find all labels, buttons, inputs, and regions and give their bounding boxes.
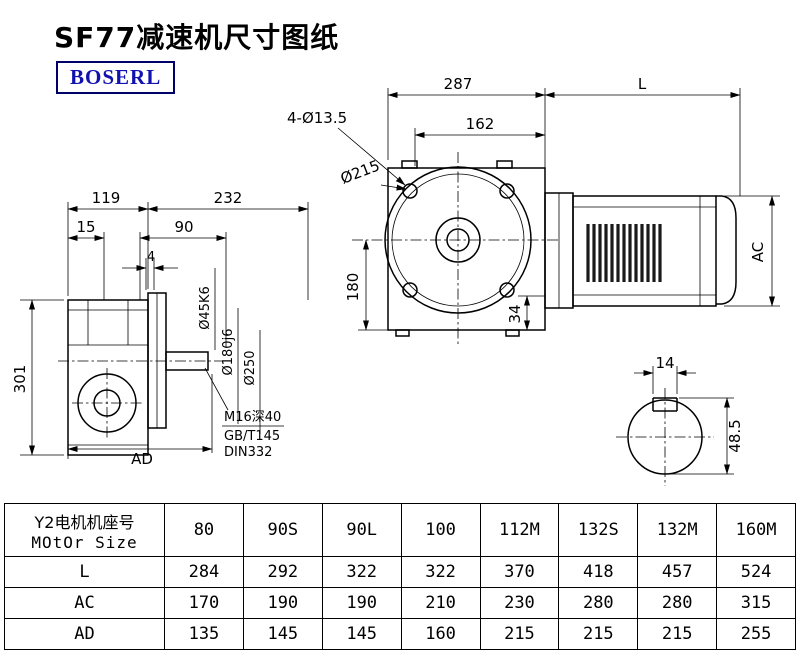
dim-row-label: AD [4, 618, 165, 650]
dim-287: 287 [444, 75, 473, 93]
dim-232: 232 [214, 189, 243, 207]
dim-flange-dia-side: Ø250 [243, 350, 258, 385]
dim-value-cell: 322 [400, 556, 481, 588]
dim-value-cell: 190 [242, 587, 323, 619]
dim-162: 162 [466, 115, 495, 133]
dim-value-cell: 190 [321, 587, 402, 619]
table-row-L: L 284 292 322 322 370 418 457 524 [4, 556, 796, 588]
motor-body [572, 195, 717, 307]
side-view: 119 232 15 90 4 301 AD [11, 189, 309, 468]
dim-value-cell: 280 [637, 587, 718, 619]
dim-row-label: L [4, 556, 165, 588]
bolt-hole [402, 282, 418, 298]
bolt-hole [499, 183, 515, 199]
dim-value-cell: 210 [400, 587, 481, 619]
dim-value-cell: 457 [637, 556, 718, 588]
dim-value-cell: 280 [558, 587, 639, 619]
dim-L: L [638, 75, 647, 93]
bolt-hole [402, 183, 418, 199]
dim-value-cell: 370 [479, 556, 560, 588]
note-tapped-hole: M16深40 [224, 410, 281, 425]
dim-34: 34 [506, 304, 524, 323]
size-header-cell: 80 [164, 503, 244, 557]
dim-value-cell: 135 [164, 618, 244, 650]
motor-fins [586, 224, 662, 282]
table-header-row: Y2电机机座号 MOtOr Size 80 90S 90L 100 112M 1… [4, 503, 796, 557]
size-header-cell: 90L [321, 503, 402, 557]
dim-value-cell: 284 [164, 556, 244, 588]
shaft-section-view: 14 48.5 [616, 354, 744, 486]
table-row-AD: AD 135 145 145 160 215 215 215 255 [4, 618, 796, 650]
dim-180: 180 [344, 273, 362, 302]
dim-value-cell: 524 [716, 556, 796, 588]
dim-value-cell: 215 [479, 618, 560, 650]
dim-spigot-dia: Ø180j6 [221, 329, 236, 376]
dim-shaft-dia: Ø45K6 [198, 286, 213, 330]
size-header-cell: 112M [479, 503, 560, 557]
dim-value-cell: 145 [321, 618, 402, 650]
dim-90: 90 [174, 218, 193, 236]
front-view: 287 L 162 4-Ø13.5 Ø215 180 34 [287, 75, 780, 344]
size-header-cell: 100 [400, 503, 481, 557]
dim-4: 4 [147, 250, 155, 265]
bolt-hole [499, 282, 515, 298]
size-header-cell: 90S [242, 503, 323, 557]
dim-301: 301 [11, 365, 29, 394]
page-title: SF77减速机尺寸图纸 [54, 21, 340, 54]
note-din-standard: DIN332 [224, 445, 272, 460]
dim-15: 15 [76, 218, 95, 236]
motor-size-label-en: MOtOr Size [31, 532, 138, 552]
dim-AC: AC [749, 242, 767, 262]
dim-value-cell: 322 [321, 556, 402, 588]
dim-value-cell: 255 [716, 618, 796, 650]
dim-bolt-holes: 4-Ø13.5 [287, 109, 347, 127]
table-row-AC: AC 170 190 190 210 230 280 280 315 [4, 587, 796, 619]
dim-119: 119 [92, 189, 121, 207]
dim-value-cell: 292 [242, 556, 323, 588]
motor-dimension-table: Y2电机机座号 MOtOr Size 80 90S 90L 100 112M 1… [4, 503, 796, 650]
dim-value-cell: 170 [164, 587, 244, 619]
dim-key-width: 14 [655, 354, 674, 372]
dim-AD: AD [131, 450, 153, 468]
dim-key-height: 48.5 [726, 419, 744, 452]
size-header-cell: 160M [716, 503, 796, 557]
boserl-logo: BOSERL [56, 61, 176, 94]
shaft-circle [627, 399, 703, 475]
dim-value-cell: 230 [479, 587, 560, 619]
dim-row-label: AC [4, 587, 165, 619]
dim-value-cell: 215 [558, 618, 639, 650]
motor-size-header-cell: Y2电机机座号 MOtOr Size [4, 503, 165, 557]
dim-value-cell: 215 [637, 618, 718, 650]
size-header-cell: 132M [637, 503, 718, 557]
motor-size-label-cn: Y2电机机座号 [34, 512, 135, 532]
technical-drawing: 287 L 162 4-Ø13.5 Ø215 180 34 [11, 75, 780, 486]
dim-value-cell: 145 [242, 618, 323, 650]
dim-value-cell: 160 [400, 618, 481, 650]
dim-flange-dia: Ø215 [338, 156, 382, 187]
note-gb-standard: GB/T145 [224, 429, 280, 444]
size-header-cell: 132S [558, 503, 639, 557]
dim-value-cell: 315 [716, 587, 796, 619]
dim-value-cell: 418 [558, 556, 639, 588]
flange-circle [384, 166, 532, 314]
